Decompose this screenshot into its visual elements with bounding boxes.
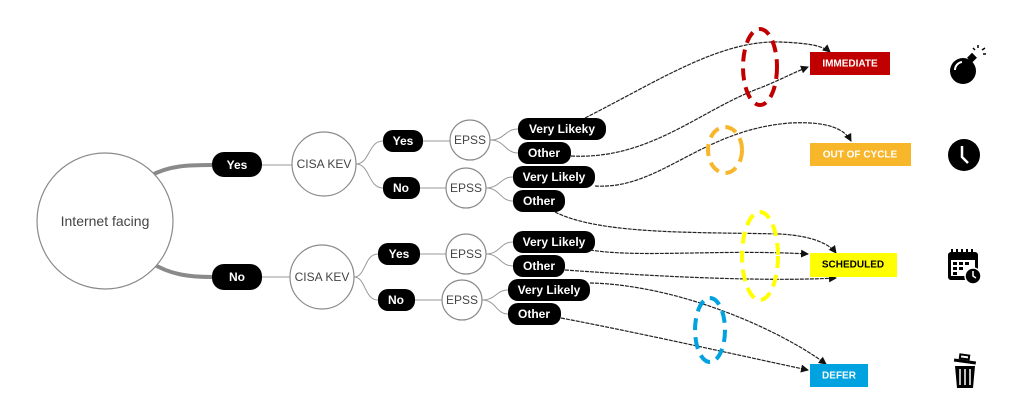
svg-text:Very Likely: Very Likely bbox=[518, 283, 581, 297]
kev-yes-pill: Yes bbox=[383, 130, 423, 152]
svg-text:Other: Other bbox=[523, 259, 555, 273]
svg-text:Yes: Yes bbox=[389, 247, 410, 261]
svg-text:No: No bbox=[229, 270, 245, 284]
svg-text:Yes: Yes bbox=[393, 134, 414, 148]
svg-text:Other: Other bbox=[523, 194, 555, 208]
epss-other-pill: Other bbox=[513, 255, 565, 277]
svg-text:Very Likely: Very Likely bbox=[523, 235, 586, 249]
svg-text:EPSS: EPSS bbox=[446, 293, 478, 307]
arrow-to-out-of-cycle bbox=[594, 122, 852, 187]
epss-node: EPSS bbox=[445, 233, 487, 275]
root-node-internet-facing: Internet facing bbox=[36, 152, 174, 290]
connector-root-no bbox=[148, 260, 213, 279]
arrow-to-scheduled bbox=[554, 211, 837, 254]
arrow-to-immediate bbox=[584, 41, 831, 119]
epss-other-pill: Other bbox=[518, 142, 571, 164]
highlight-ellipse-defer bbox=[693, 296, 727, 364]
priority-immediate: IMMEDIATE bbox=[810, 52, 890, 75]
connector bbox=[485, 241, 514, 267]
connector-root-yes bbox=[149, 163, 213, 178]
connector bbox=[355, 140, 384, 189]
epss-very-likely-pill: Very Likely bbox=[508, 279, 590, 301]
priority-scheduled: SCHEDULED bbox=[810, 253, 897, 277]
epss-very-likely-pill: Very Likely bbox=[513, 166, 595, 188]
clock-icon bbox=[948, 139, 980, 171]
priority-out-of-cycle: OUT OF CYCLE bbox=[810, 143, 911, 166]
priority-defer: DEFER bbox=[810, 364, 868, 387]
arrow-to-scheduled bbox=[589, 249, 809, 258]
kev-no-pill: No bbox=[378, 289, 415, 311]
calendar-clock-icon bbox=[948, 249, 982, 285]
connector bbox=[415, 140, 450, 301]
branch-no-pill: No bbox=[212, 264, 262, 290]
branch-yes-pill: Yes bbox=[212, 152, 262, 177]
arrow-to-immediate bbox=[570, 65, 809, 157]
epss-very-likely-pill: Very Likely bbox=[513, 231, 595, 253]
svg-text:Yes: Yes bbox=[227, 158, 248, 172]
connector bbox=[353, 253, 379, 301]
svg-text:DEFER: DEFER bbox=[822, 371, 857, 382]
root-label: Internet facing bbox=[61, 213, 150, 229]
connector bbox=[489, 128, 519, 154]
svg-text:CISA KEV: CISA KEV bbox=[297, 157, 352, 171]
svg-text:OUT OF CYCLE: OUT OF CYCLE bbox=[823, 150, 898, 161]
bomb-icon bbox=[950, 45, 986, 84]
svg-text:Very Likeky: Very Likeky bbox=[529, 122, 595, 136]
highlight-ellipse-out-of-cycle bbox=[706, 125, 744, 175]
svg-text:CISA KEV: CISA KEV bbox=[295, 270, 350, 284]
highlight-ellipse-scheduled bbox=[740, 210, 780, 302]
svg-text:No: No bbox=[393, 181, 409, 195]
svg-text:No: No bbox=[388, 293, 404, 307]
svg-text:Other: Other bbox=[518, 307, 550, 321]
cisa-kev-node-upper: CISA KEV bbox=[291, 131, 357, 197]
epss-other-pill: Other bbox=[513, 190, 565, 212]
svg-text:IMMEDIATE: IMMEDIATE bbox=[822, 59, 878, 70]
arrow-to-scheduled bbox=[564, 269, 837, 283]
svg-text:EPSS: EPSS bbox=[454, 133, 486, 147]
kev-no-pill: No bbox=[383, 177, 420, 199]
svg-text:EPSS: EPSS bbox=[450, 181, 482, 195]
epss-node: EPSS bbox=[445, 167, 487, 209]
epss-very-likely-pill: Very Likeky bbox=[518, 118, 606, 140]
epss-other-pill: Other bbox=[508, 303, 561, 325]
epss-node: EPSS bbox=[441, 279, 483, 321]
trash-icon bbox=[953, 353, 977, 388]
connector bbox=[485, 176, 514, 202]
kev-yes-pill: Yes bbox=[378, 243, 420, 265]
svg-text:Very Likely: Very Likely bbox=[523, 170, 586, 184]
svg-text:SCHEDULED: SCHEDULED bbox=[822, 260, 884, 271]
svg-text:EPSS: EPSS bbox=[450, 247, 482, 261]
cisa-kev-node-lower: CISA KEV bbox=[289, 244, 355, 310]
svg-text:Other: Other bbox=[528, 146, 560, 160]
highlight-ellipse-immediate bbox=[741, 27, 779, 107]
epss-node: EPSS bbox=[449, 119, 491, 161]
arrow-to-defer bbox=[560, 317, 809, 373]
arrow-to-defer bbox=[589, 282, 827, 365]
connector bbox=[481, 289, 509, 315]
